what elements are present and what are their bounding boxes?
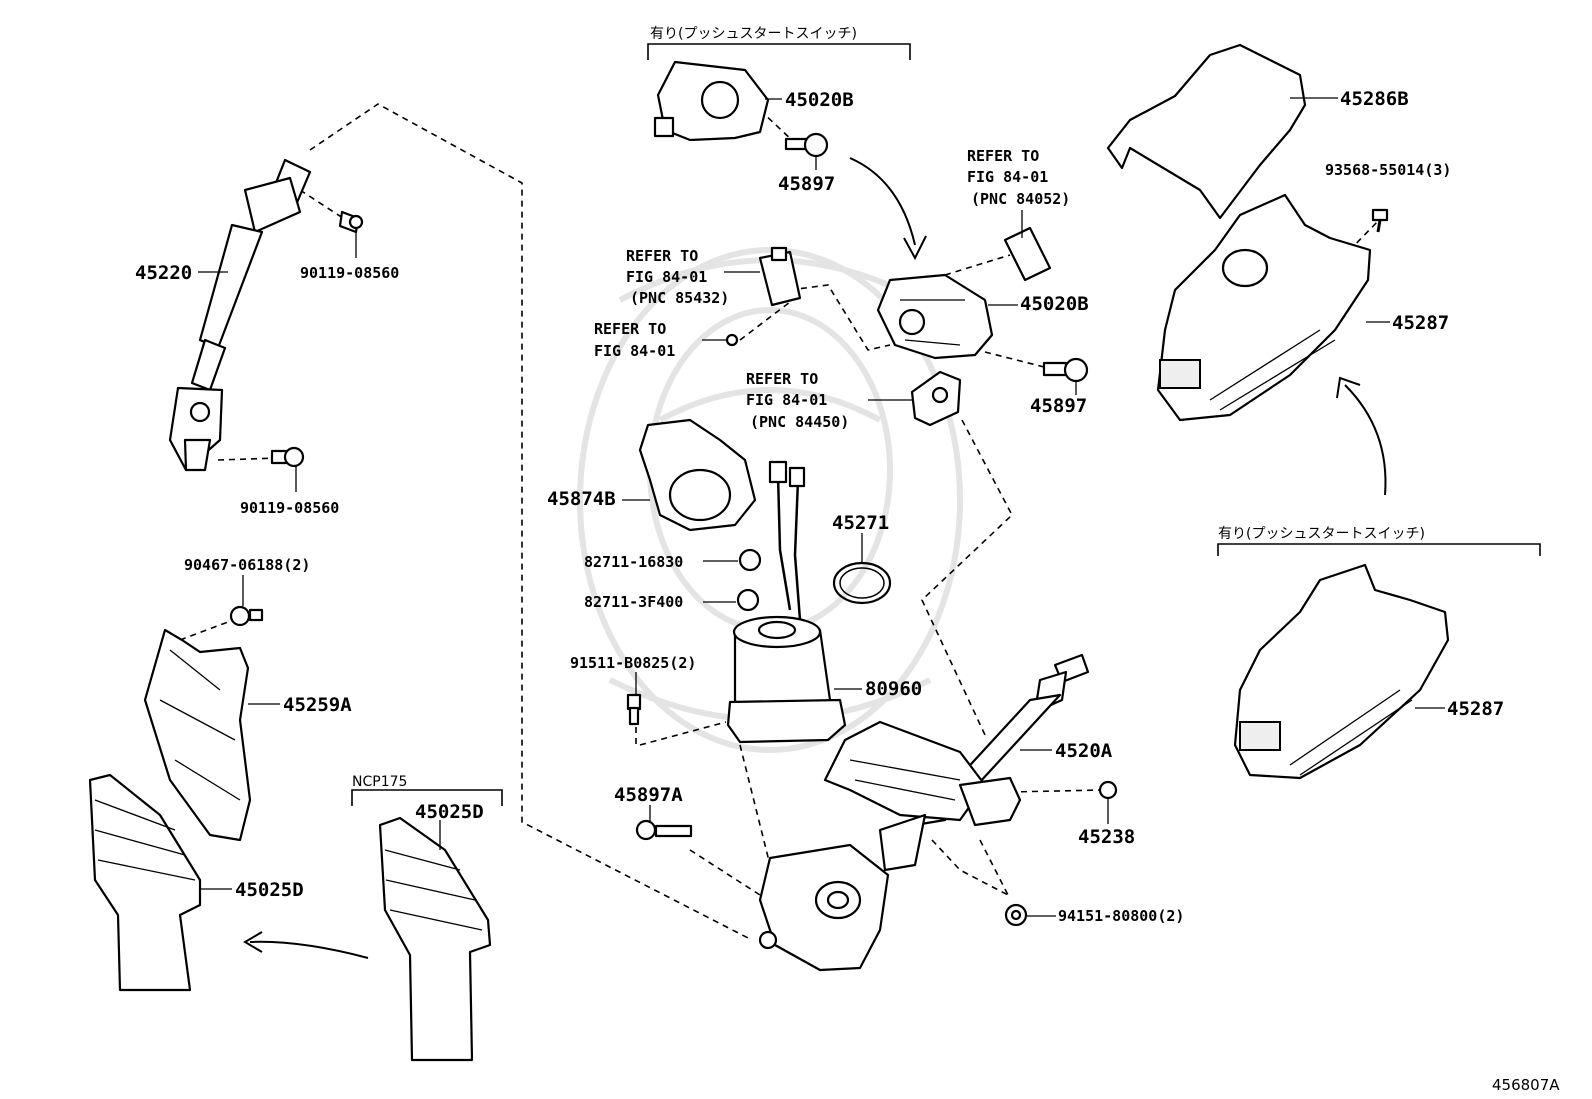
label-45025D-left: 45025D	[235, 879, 304, 901]
switch-part-84450	[910, 370, 962, 427]
clip-90467	[229, 605, 264, 627]
label-refer-84450-l3: (PNC 84450)	[750, 413, 849, 431]
leader-lines	[198, 97, 1445, 917]
label-45259A: 45259A	[283, 694, 352, 716]
label-ncp175: NCP175	[352, 774, 407, 790]
bracket-top-jp	[647, 43, 911, 60]
steering-lock-housing-45020B-mid	[876, 273, 994, 360]
bolt-90119-lower	[270, 446, 305, 468]
nut-94151	[1004, 903, 1028, 927]
bolt-90119-upper	[338, 210, 364, 234]
label-80960: 80960	[865, 678, 922, 700]
label-refer-84-01-l2: FIG 84-01	[594, 342, 675, 360]
label-refer-84052-l1: REFER TO	[967, 147, 1039, 165]
label-45020B-top: 45020B	[785, 89, 854, 111]
upper-column-cover-45286B	[1106, 43, 1307, 220]
bolt-45897A	[635, 819, 693, 841]
nut-45238	[1098, 780, 1118, 800]
label-push-start-right: 有り(プッシュスタートスイッチ)	[1218, 526, 1425, 542]
label-45025D-mid: 45025D	[415, 801, 484, 823]
figure-id: 456807A	[1492, 1076, 1560, 1094]
label-45271: 45271	[832, 512, 889, 534]
label-45874B: 45874B	[547, 488, 616, 510]
label-90467-06188: 90467-06188(2)	[184, 556, 310, 574]
arrow-top	[849, 157, 916, 246]
label-90119-08560-upper: 90119-08560	[300, 264, 399, 282]
steering-lock-housing-45020B-top	[653, 60, 770, 142]
lower-column-cover-45287-bottom	[1233, 563, 1450, 780]
label-refer-85432-l3: (PNC 85432)	[630, 289, 729, 307]
column-boot-45025D-mid	[378, 816, 492, 1062]
arrow-cover	[1344, 384, 1387, 496]
label-45220: 45220	[135, 262, 192, 284]
bolt-45897-mid	[1042, 357, 1089, 383]
power-steering-motor-80960	[726, 460, 847, 744]
screw-93568	[1371, 208, 1389, 233]
part-labels: 45220 90119-08560 90119-08560 90467-0618…	[135, 26, 1560, 1094]
clamp-82711-16830	[738, 548, 762, 572]
label-45020B-mid: 45020B	[1020, 293, 1089, 315]
label-45897-mid: 45897	[1030, 395, 1087, 417]
switch-part-84052	[1003, 226, 1052, 282]
label-82711-3F400: 82711-3F400	[584, 593, 683, 611]
switch-part-85432	[758, 246, 802, 307]
label-45897-top: 45897	[778, 173, 835, 195]
label-45287-top: 45287	[1392, 312, 1449, 334]
bracket-45874B	[638, 418, 757, 532]
label-94151-80800: 94151-80800(2)	[1058, 907, 1184, 925]
column-boot-45025D-left	[88, 773, 202, 992]
bracket-ncp	[351, 789, 503, 806]
label-refer-84052-l3: (PNC 84052)	[971, 190, 1070, 208]
column-hole-cover-45259A	[143, 628, 252, 842]
label-refer-84450-l2: FIG 84-01	[746, 391, 827, 409]
label-45287-bottom: 45287	[1447, 698, 1504, 720]
label-refer-85432-l2: FIG 84-01	[626, 268, 707, 286]
bracket-right-jp	[1217, 543, 1541, 556]
label-82711-16830: 82711-16830	[584, 553, 683, 571]
lower-column-cover-45287-top	[1156, 193, 1372, 422]
steering-column-assembly-4520A	[758, 653, 1090, 972]
assembly-dashed-lines	[179, 103, 1385, 941]
label-45897A: 45897A	[614, 784, 683, 806]
intermediate-shaft-45220	[168, 158, 312, 472]
bolt-91511	[626, 693, 642, 726]
label-refer-85432-l1: REFER TO	[626, 247, 698, 265]
label-91511-B0825: 91511-B0825(2)	[570, 654, 696, 672]
label-45286B: 45286B	[1340, 88, 1409, 110]
label-refer-84-01-l1: REFER TO	[594, 320, 666, 338]
bolt-45897-top	[784, 132, 829, 158]
label-45238: 45238	[1078, 826, 1135, 848]
label-refer-84450-l1: REFER TO	[746, 370, 818, 388]
clamp-82711-3F400	[736, 588, 760, 612]
label-refer-84052-l2: FIG 84-01	[967, 168, 1048, 186]
arrow-boot	[249, 940, 369, 959]
screw-refer-84-01	[725, 333, 739, 347]
label-93568-55014: 93568-55014(3)	[1325, 161, 1451, 179]
label-90119-08560-lower: 90119-08560	[240, 499, 339, 517]
label-4520A: 4520A	[1055, 740, 1113, 762]
label-push-start-top: 有り(プッシュスタートスイッチ)	[650, 26, 857, 42]
